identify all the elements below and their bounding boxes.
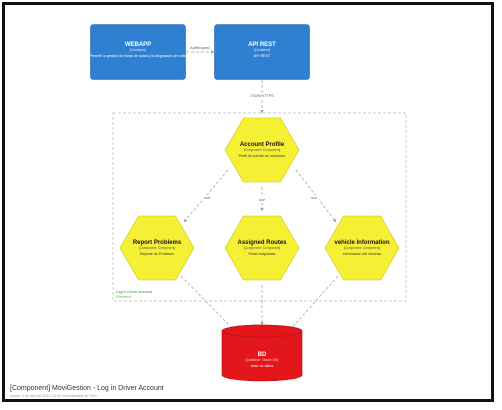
node-description: API REST [254, 54, 271, 58]
edge-report-bd [180, 275, 236, 332]
node-type: [Container] [130, 48, 146, 52]
component-hexagon [119, 215, 195, 281]
container-box [214, 24, 310, 80]
node-description: Permite la gestion de flotas de autos y … [90, 54, 187, 58]
boundary-label: Log in Driver Account [116, 290, 153, 294]
edge-label-bg [187, 45, 213, 51]
database-cylinder-top [221, 324, 303, 338]
edge-label-bg [249, 93, 275, 99]
diagram-date: jueves, 4 de abril de 2024, 10:49 hora e… [10, 394, 97, 398]
node-vehicle: vehicle Information[Component: Component… [324, 215, 400, 281]
boundary-sublabel: [Container] [116, 295, 131, 299]
node-title: BD [258, 352, 267, 358]
node-description: Perfil de cuenta de conductor [239, 154, 287, 158]
node-type: [Component: Component] [344, 246, 381, 250]
edge-vehicle-bd [288, 275, 339, 332]
node-description: Rutas Asignadas [249, 252, 276, 256]
node-description: Informacion del vehiculo [343, 252, 382, 256]
node-description: base de datos [251, 364, 274, 368]
node-api: API REST[Container]API REST [214, 24, 310, 80]
node-bd: BD[Container: Oracle 19c] base de datos [221, 324, 303, 382]
edge-label-account-report: use [204, 196, 210, 200]
node-title: Assigned Routes [237, 240, 287, 246]
edge-label-bg [257, 197, 267, 203]
edge-label-api-account: JSON/HTTPS [250, 94, 274, 98]
node-description: Reporte de Problems [140, 252, 174, 256]
node-title: vehicle Information [334, 240, 389, 246]
node-type: [Component: Component] [244, 246, 281, 250]
edge-account-report [183, 169, 229, 223]
component-hexagon [224, 117, 300, 183]
node-title: Account Profile [240, 142, 285, 148]
node-title: API REST [248, 42, 276, 48]
diagram-title: [Component] MoviGestion - Log in Driver … [10, 385, 164, 392]
edge-label-webapp-api: ApiRequest [190, 46, 211, 50]
component-hexagon [224, 215, 300, 281]
node-report: Report Problems[Component: Component] Rep… [119, 215, 195, 281]
edge-label-account-routes: use [259, 198, 265, 202]
node-account: Account Profile[Component: Component] Per… [224, 117, 300, 183]
node-type: [Container: Oracle 19c] [246, 358, 279, 362]
node-routes: Assigned Routes[Component: Component] Rut… [224, 215, 300, 281]
edge-label-bg [309, 195, 319, 201]
container-box [90, 24, 186, 80]
node-webapp: WEBAPP[Container] Permite la gestion de f… [90, 24, 187, 80]
node-title: Report Problems [133, 240, 182, 246]
component-hexagon [324, 215, 400, 281]
node-type: [Component: Component] [244, 148, 281, 152]
node-title: WEBAPP [125, 42, 151, 48]
node-type: [Container] [254, 48, 270, 52]
container-boundary [112, 112, 407, 302]
edge-label-account-vehicle: use [311, 196, 317, 200]
edge-label-bg [202, 195, 212, 201]
node-type: [Component: Component] [139, 246, 176, 250]
